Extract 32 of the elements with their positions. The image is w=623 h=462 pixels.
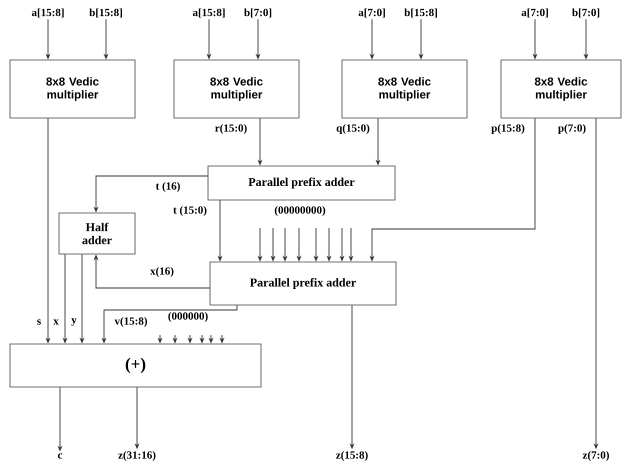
input-label: b[7:0]	[572, 8, 600, 18]
signal-label: x	[52, 318, 60, 326]
output-label: z(7:0)	[582, 451, 609, 461]
adder-box: Parallel prefix adder	[208, 166, 396, 200]
input-label: a[15:8]	[32, 8, 64, 18]
input-label: a[15:8]	[192, 8, 225, 18]
signal-label: r(15:0)	[214, 123, 248, 135]
signal-label: x(16)	[149, 266, 175, 278]
signal-label: v(15:8)	[114, 316, 148, 328]
input-label: a[7:0]	[522, 8, 548, 18]
input-label: b[7:0]	[244, 8, 272, 18]
signal-label: t (16)	[154, 181, 182, 193]
adder-box: (+)	[10, 344, 262, 388]
input-label: b[15:8]	[404, 8, 437, 18]
multiplier-box: 8x8 Vedic multiplier	[174, 60, 300, 118]
signal-label: p(15:8)	[490, 123, 526, 135]
multiplier-box: 8x8 Vedic multiplier	[500, 60, 622, 118]
output-label: c	[58, 453, 62, 459]
signal-label: p(7:0)	[556, 123, 588, 135]
output-label: z(31:16)	[118, 451, 156, 461]
multiplier-box: 8x8 Vedic multiplier	[10, 60, 136, 118]
signal-label: s	[36, 318, 42, 326]
adder-box: Parallel prefix adder	[210, 262, 396, 306]
half-adder-box: Half adder	[58, 212, 136, 254]
signal-label: y	[70, 317, 78, 327]
output-label: z(15:8)	[336, 451, 368, 461]
signal-label: q(15:0)	[335, 123, 371, 135]
signal-label: t (15:0)	[172, 205, 208, 217]
input-label: b[15:8]	[89, 8, 122, 18]
zero-bits-label: (000000)	[168, 312, 208, 322]
multiplier-box: 8x8 Vedic multiplier	[342, 60, 468, 118]
input-label: a[7:0]	[358, 8, 385, 18]
